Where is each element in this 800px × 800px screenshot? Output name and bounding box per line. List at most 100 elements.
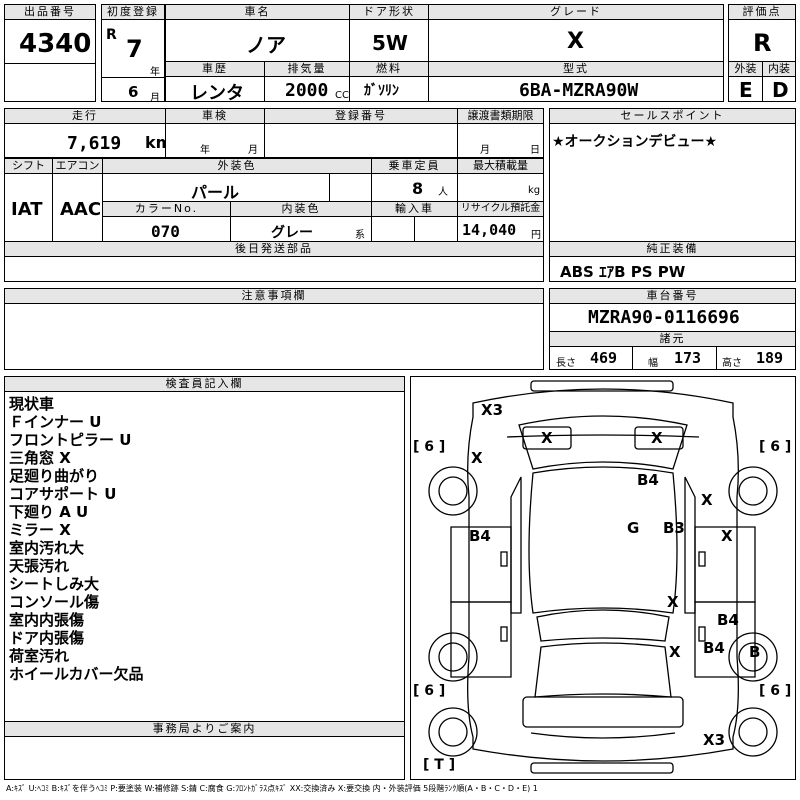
- fuel-cell: 燃料 ｶﾞｿﾘﾝ: [349, 61, 429, 102]
- chassis-label: 車台番号: [550, 289, 795, 304]
- mileage: 7,619: [67, 133, 122, 154]
- lot-label: 出品番号: [5, 5, 95, 20]
- later-parts-cell: 後日発送部品: [4, 241, 544, 282]
- aircon-cell: エアコン AAC: [52, 158, 103, 242]
- legend: A:ｷｽﾞ U:ﾍｺﾐ B:ｷｽﾞを伴うﾍｺﾐ P:要塗装 W:補修跡 S:錆 …: [6, 784, 538, 793]
- mileage-cell: 走行 7,619 km: [4, 108, 172, 158]
- damage-mark: B4: [637, 471, 659, 489]
- capacity-label: 乗車定員: [372, 159, 457, 174]
- width-label: 幅: [648, 358, 658, 369]
- damage-mark: X: [721, 527, 733, 545]
- grade: X: [567, 29, 584, 54]
- memo-line: コアサポート U: [9, 485, 117, 503]
- interior-score-cell: 内装 D: [762, 61, 796, 102]
- spec-cell: 諸元 長さ 469 幅 173 高さ 189: [549, 331, 796, 370]
- office-label: 事務局よりご案内: [5, 721, 404, 737]
- fuel: ｶﾞｿﾘﾝ: [364, 83, 399, 99]
- interior-color-unit: 系: [355, 230, 365, 241]
- spec-label: 諸元: [550, 332, 795, 347]
- fuel-label: 燃料: [350, 62, 428, 77]
- history-cell: 車歴 レンタ: [165, 61, 265, 104]
- score-cell: 評価点 R: [728, 4, 796, 62]
- door-cell: ドア形状 5W: [349, 4, 429, 62]
- width: 173: [674, 349, 702, 367]
- damage-mark: X: [541, 429, 553, 447]
- damage-mark: X: [667, 593, 679, 611]
- displacement: 2000: [285, 80, 329, 101]
- car-name: ノア: [246, 33, 286, 57]
- tire-mark: [ 6 ]: [413, 683, 446, 699]
- damage-mark: B: [749, 643, 761, 661]
- reg-month: 6: [128, 83, 139, 101]
- history: レンタ: [190, 83, 244, 104]
- displacement-label: 排気量: [265, 62, 349, 77]
- first-registration-cell: 初度登録 R 7 年 6 月: [101, 4, 165, 104]
- damage-mark: X3: [481, 401, 504, 419]
- int-score: D: [772, 78, 789, 102]
- tire-mark: [ 6 ]: [759, 683, 792, 699]
- damage-mark: G: [627, 519, 640, 537]
- memo-line: 三角窓 X: [9, 449, 71, 467]
- tire-mark: [ T ]: [423, 757, 456, 773]
- mileage-label: 走行: [5, 109, 165, 124]
- registration-cell: 登録番号: [264, 108, 458, 158]
- aircon-label: エアコン: [53, 159, 102, 174]
- notes-label: 注意事項欄: [5, 289, 543, 304]
- memo-line: フロントピラー U: [9, 431, 132, 449]
- damage-mark: X: [701, 491, 713, 509]
- max-load-label: 最大積載量: [458, 159, 543, 174]
- int-label: 内装: [763, 62, 795, 77]
- memo-line: ホイールカバー欠品: [9, 665, 144, 683]
- chassis-number: MZRA90-0116696: [588, 307, 740, 328]
- memo-line: シートしみ大: [9, 575, 100, 593]
- inspection-year-unit: 年: [200, 145, 210, 156]
- doc-month-unit: 月: [480, 145, 490, 156]
- capacity-unit: 人: [438, 187, 448, 198]
- shift-label: シフト: [5, 159, 52, 174]
- sales-point: ★オークションデビュー★: [552, 134, 718, 150]
- recycle-unit: 円: [531, 230, 541, 241]
- ext-score: E: [739, 78, 753, 102]
- inspection-cell: 車検 年 月: [165, 108, 265, 158]
- shift: IAT: [11, 199, 43, 220]
- inspection-label: 車検: [166, 109, 264, 124]
- damage-mark: B4: [703, 639, 725, 657]
- memo-line: 室内内張傷: [9, 611, 85, 629]
- name-cell: 車名 ノア: [165, 4, 350, 62]
- exterior-color-label: 外装色: [103, 159, 371, 174]
- recycle-label: リサイクル預託金: [458, 202, 543, 217]
- model: 6BA-MZRA90W: [519, 80, 639, 101]
- height: 189: [756, 349, 784, 367]
- car-outline-svg: [428, 380, 778, 774]
- memo-line: Ｆインナー U: [9, 413, 102, 431]
- interior-color-label: 内装色: [231, 202, 371, 217]
- history-label: 車歴: [166, 62, 264, 77]
- inspection-month-unit: 月: [248, 145, 258, 156]
- displacement-cell: 排気量 2000 CC: [264, 61, 350, 102]
- month-unit: 月: [150, 93, 160, 104]
- memo-line: 足廻り曲がり: [9, 467, 100, 485]
- later-parts-label: 後日発送部品: [5, 242, 543, 257]
- registration-label: 登録番号: [265, 109, 457, 124]
- model-label: 型式: [429, 62, 723, 77]
- lot-number: 4340: [19, 29, 92, 59]
- grade-label: グレード: [429, 5, 723, 20]
- exterior-score-cell: 外装 E: [728, 61, 763, 102]
- recycle-fee: 14,040: [462, 221, 517, 239]
- damage-mark: X3: [703, 731, 726, 749]
- ext-label: 外装: [729, 62, 762, 77]
- reg-year: 7: [126, 35, 143, 63]
- capacity: 8: [412, 179, 424, 198]
- memo-line: ドア内張傷: [9, 629, 85, 647]
- grade-cell: グレード X: [428, 4, 724, 62]
- door-type: 5W: [372, 31, 408, 55]
- tire-mark: [ 6 ]: [413, 439, 446, 455]
- load-unit: kg: [528, 185, 541, 196]
- exterior-color: パール: [191, 183, 240, 202]
- era: R: [106, 27, 117, 43]
- damage-mark: B4: [469, 527, 491, 545]
- import-label: 輸入車: [372, 202, 457, 217]
